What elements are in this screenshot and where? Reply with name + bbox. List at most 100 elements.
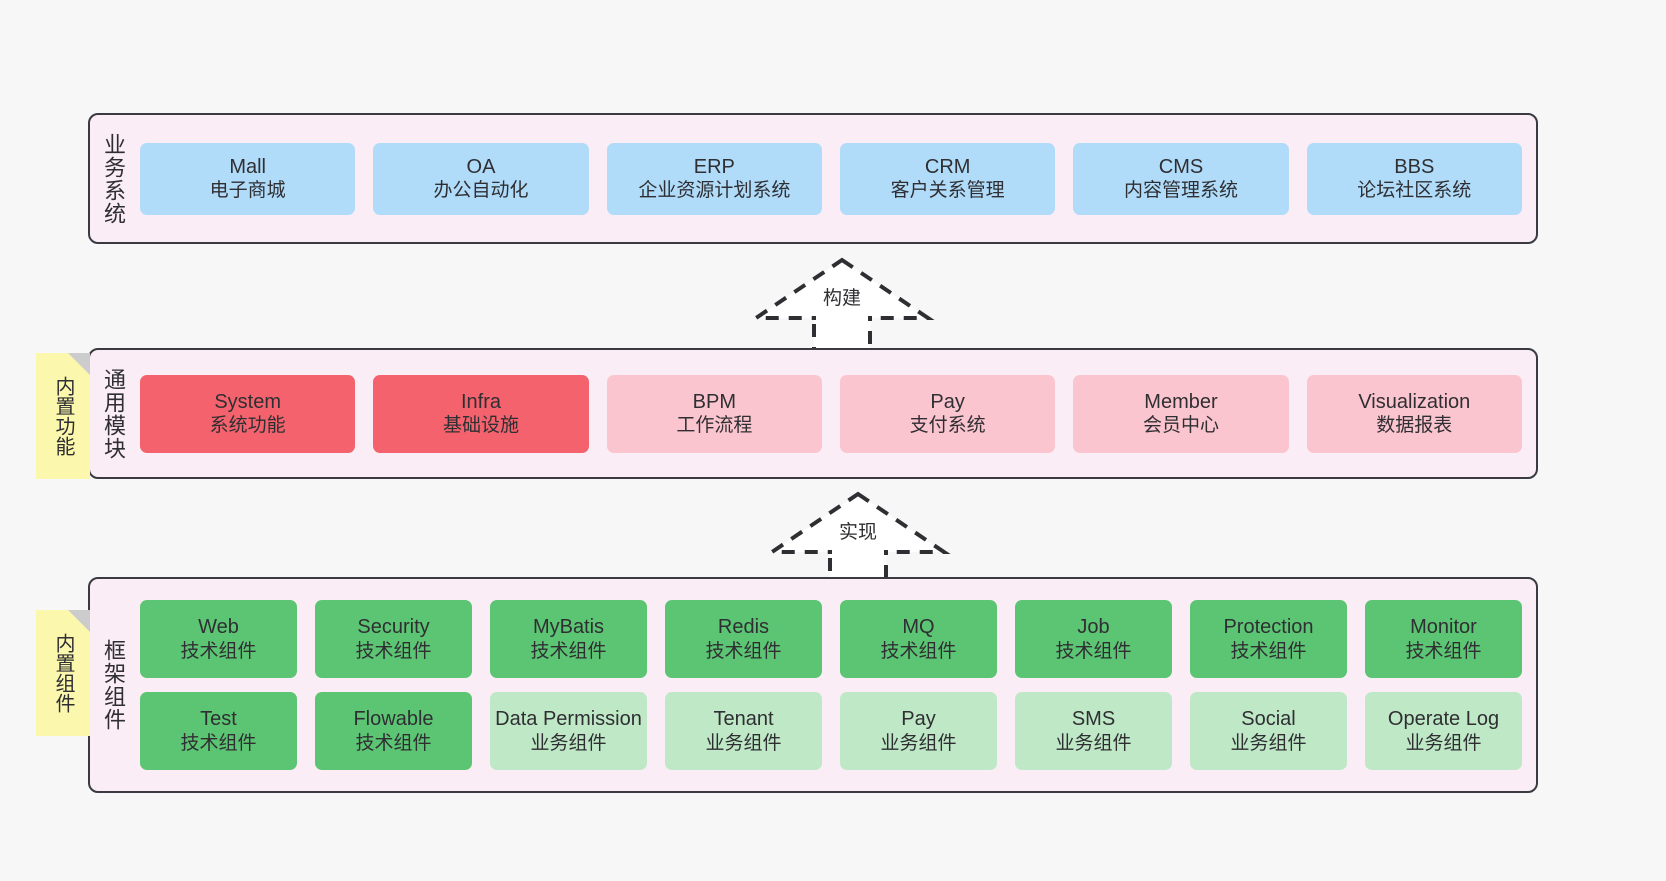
common-card-row: System 系统功能 Infra 基础设施 BPM 工作流程 Pay 支付系统…	[140, 374, 1522, 453]
card-cms-cn: 内容管理系统	[1123, 180, 1238, 202]
note-fold-corner-icon	[68, 353, 90, 375]
card-mall-cn: 电子商城	[209, 180, 286, 202]
card-pay-module[interactable]: Pay 支付系统	[839, 374, 1056, 453]
card-tenant[interactable]: Tenant 业务组件	[665, 692, 822, 770]
card-web-cn: 技术组件	[180, 640, 257, 662]
card-bpm-cn: 工作流程	[676, 415, 753, 437]
card-bbs[interactable]: BBS 论坛社区系统	[1306, 142, 1522, 215]
card-job[interactable]: Job 技术组件	[1015, 600, 1172, 678]
card-system-en: System	[214, 390, 281, 413]
card-crm-cn: 客户关系管理	[890, 180, 1005, 202]
card-mybatis-cn: 技术组件	[530, 640, 607, 662]
card-infra[interactable]: Infra 基础设施	[373, 374, 589, 453]
card-social-cn: 业务组件	[1230, 732, 1307, 754]
card-data-permission[interactable]: Data Permission 业务组件	[490, 692, 647, 770]
card-security-en: Security	[357, 616, 430, 639]
layer-business-system-body: Mall 电子商城 OA 办公自动化 ERP 企业资源计划系统 CRM 客户关系…	[136, 115, 1536, 242]
card-operate-log-cn: 业务组件	[1405, 732, 1482, 754]
card-pay-component[interactable]: Pay 业务组件	[840, 692, 997, 770]
card-crm[interactable]: CRM 客户关系管理	[839, 142, 1056, 215]
card-protection-cn: 技术组件	[1230, 640, 1307, 662]
card-data-permission-en: Data Permission	[495, 708, 642, 731]
note-builtin-component: 内置组件	[36, 610, 90, 736]
card-job-cn: 技术组件	[1055, 640, 1132, 662]
card-member-cn: 会员中心	[1142, 415, 1219, 437]
card-member-en: Member	[1144, 390, 1218, 413]
card-bbs-cn: 论坛社区系统	[1357, 180, 1472, 202]
card-visualization-en: Visualization	[1358, 390, 1471, 413]
card-member[interactable]: Member 会员中心	[1073, 374, 1289, 453]
card-tenant-cn: 业务组件	[705, 732, 782, 754]
card-flowable[interactable]: Flowable 技术组件	[315, 692, 472, 770]
card-test-en: Test	[200, 708, 237, 731]
layer-common-module: 通用模块 System 系统功能 Infra 基础设施 BPM 工作流程 Pay	[88, 348, 1538, 479]
card-protection-en: Protection	[1223, 616, 1314, 639]
card-oa[interactable]: OA 办公自动化	[373, 142, 589, 215]
card-cms[interactable]: CMS 内容管理系统	[1073, 142, 1289, 215]
card-operate-log[interactable]: Operate Log 业务组件	[1365, 692, 1522, 770]
card-web[interactable]: Web 技术组件	[140, 600, 297, 678]
card-bpm[interactable]: BPM 工作流程	[606, 374, 822, 453]
note-builtin-function: 内置功能	[36, 353, 90, 479]
framework-mixed-row: Test 技术组件 Flowable 技术组件 Data Permission …	[140, 692, 1522, 770]
card-web-en: Web	[198, 616, 239, 639]
card-data-permission-cn: 业务组件	[530, 732, 607, 754]
arrow-build-shaft	[812, 316, 872, 354]
card-pay-module-en: Pay	[930, 390, 965, 413]
layer-framework-component-title: 框架组件	[100, 639, 126, 731]
card-test[interactable]: Test 技术组件	[140, 692, 297, 770]
card-mybatis-en: MyBatis	[532, 616, 605, 639]
card-oa-cn: 办公自动化	[433, 180, 529, 202]
layer-business-system-title: 业务系统	[100, 132, 126, 225]
arrow-build: 构建	[749, 256, 935, 354]
card-test-cn: 技术组件	[180, 732, 257, 754]
card-erp[interactable]: ERP 企业资源计划系统	[606, 142, 822, 215]
card-security[interactable]: Security 技术组件	[315, 600, 472, 678]
card-social-en: Social	[1241, 708, 1296, 731]
card-redis-cn: 技术组件	[705, 640, 782, 662]
note-fold-corner-icon	[68, 610, 90, 632]
card-flowable-cn: 技术组件	[355, 732, 432, 754]
framework-tech-row: Web 技术组件 Security 技术组件 MyBatis 技术组件 Redi…	[140, 600, 1522, 678]
card-flowable-en: Flowable	[353, 708, 434, 731]
card-cms-en: CMS	[1158, 155, 1204, 178]
card-visualization[interactable]: Visualization 数据报表	[1306, 374, 1522, 453]
card-mq[interactable]: MQ 技术组件	[840, 600, 997, 678]
arrow-implement-head	[765, 491, 951, 554]
card-protection[interactable]: Protection 技术组件	[1190, 600, 1347, 678]
card-mq-cn: 技术组件	[880, 640, 957, 662]
card-system-cn: 系统功能	[209, 415, 286, 437]
card-system[interactable]: System 系统功能	[140, 374, 356, 453]
card-mall[interactable]: Mall 电子商城	[140, 142, 356, 215]
card-infra-cn: 基础设施	[442, 415, 519, 437]
card-monitor[interactable]: Monitor 技术组件	[1365, 600, 1522, 678]
card-infra-en: Infra	[460, 390, 501, 413]
layer-framework-component-body: Web 技术组件 Security 技术组件 MyBatis 技术组件 Redi…	[136, 579, 1536, 791]
card-social[interactable]: Social 业务组件	[1190, 692, 1347, 770]
business-card-row: Mall 电子商城 OA 办公自动化 ERP 企业资源计划系统 CRM 客户关系…	[140, 142, 1522, 215]
card-tenant-en: Tenant	[713, 708, 774, 731]
card-sms-cn: 业务组件	[1055, 732, 1132, 754]
arrow-build-head	[749, 257, 935, 320]
card-monitor-cn: 技术组件	[1405, 640, 1482, 662]
layer-common-module-title: 通用模块	[100, 367, 126, 460]
layer-business-system: 业务系统 Mall 电子商城 OA 办公自动化 ERP 企业资源计划系统 CRM	[88, 113, 1538, 244]
card-mall-en: Mall	[229, 155, 266, 178]
layer-common-module-body: System 系统功能 Infra 基础设施 BPM 工作流程 Pay 支付系统…	[136, 350, 1536, 477]
card-operate-log-en: Operate Log	[1387, 708, 1500, 731]
card-job-en: Job	[1077, 616, 1110, 639]
card-security-cn: 技术组件	[355, 640, 432, 662]
card-pay-component-en: Pay	[901, 708, 936, 731]
layer-framework-component: 框架组件 Web 技术组件 Security 技术组件 MyBatis 技术组件…	[88, 577, 1538, 793]
card-visualization-cn: 数据报表	[1376, 415, 1453, 437]
card-mq-en: MQ	[902, 616, 935, 639]
arrow-implement: 实现	[765, 490, 951, 588]
card-crm-en: CRM	[924, 155, 971, 178]
note-builtin-component-label: 内置组件	[52, 633, 74, 713]
card-sms[interactable]: SMS 业务组件	[1015, 692, 1172, 770]
card-mybatis[interactable]: MyBatis 技术组件	[490, 600, 647, 678]
card-redis[interactable]: Redis 技术组件	[665, 600, 822, 678]
note-builtin-function-label: 内置功能	[52, 376, 74, 456]
card-oa-en: OA	[466, 155, 496, 178]
